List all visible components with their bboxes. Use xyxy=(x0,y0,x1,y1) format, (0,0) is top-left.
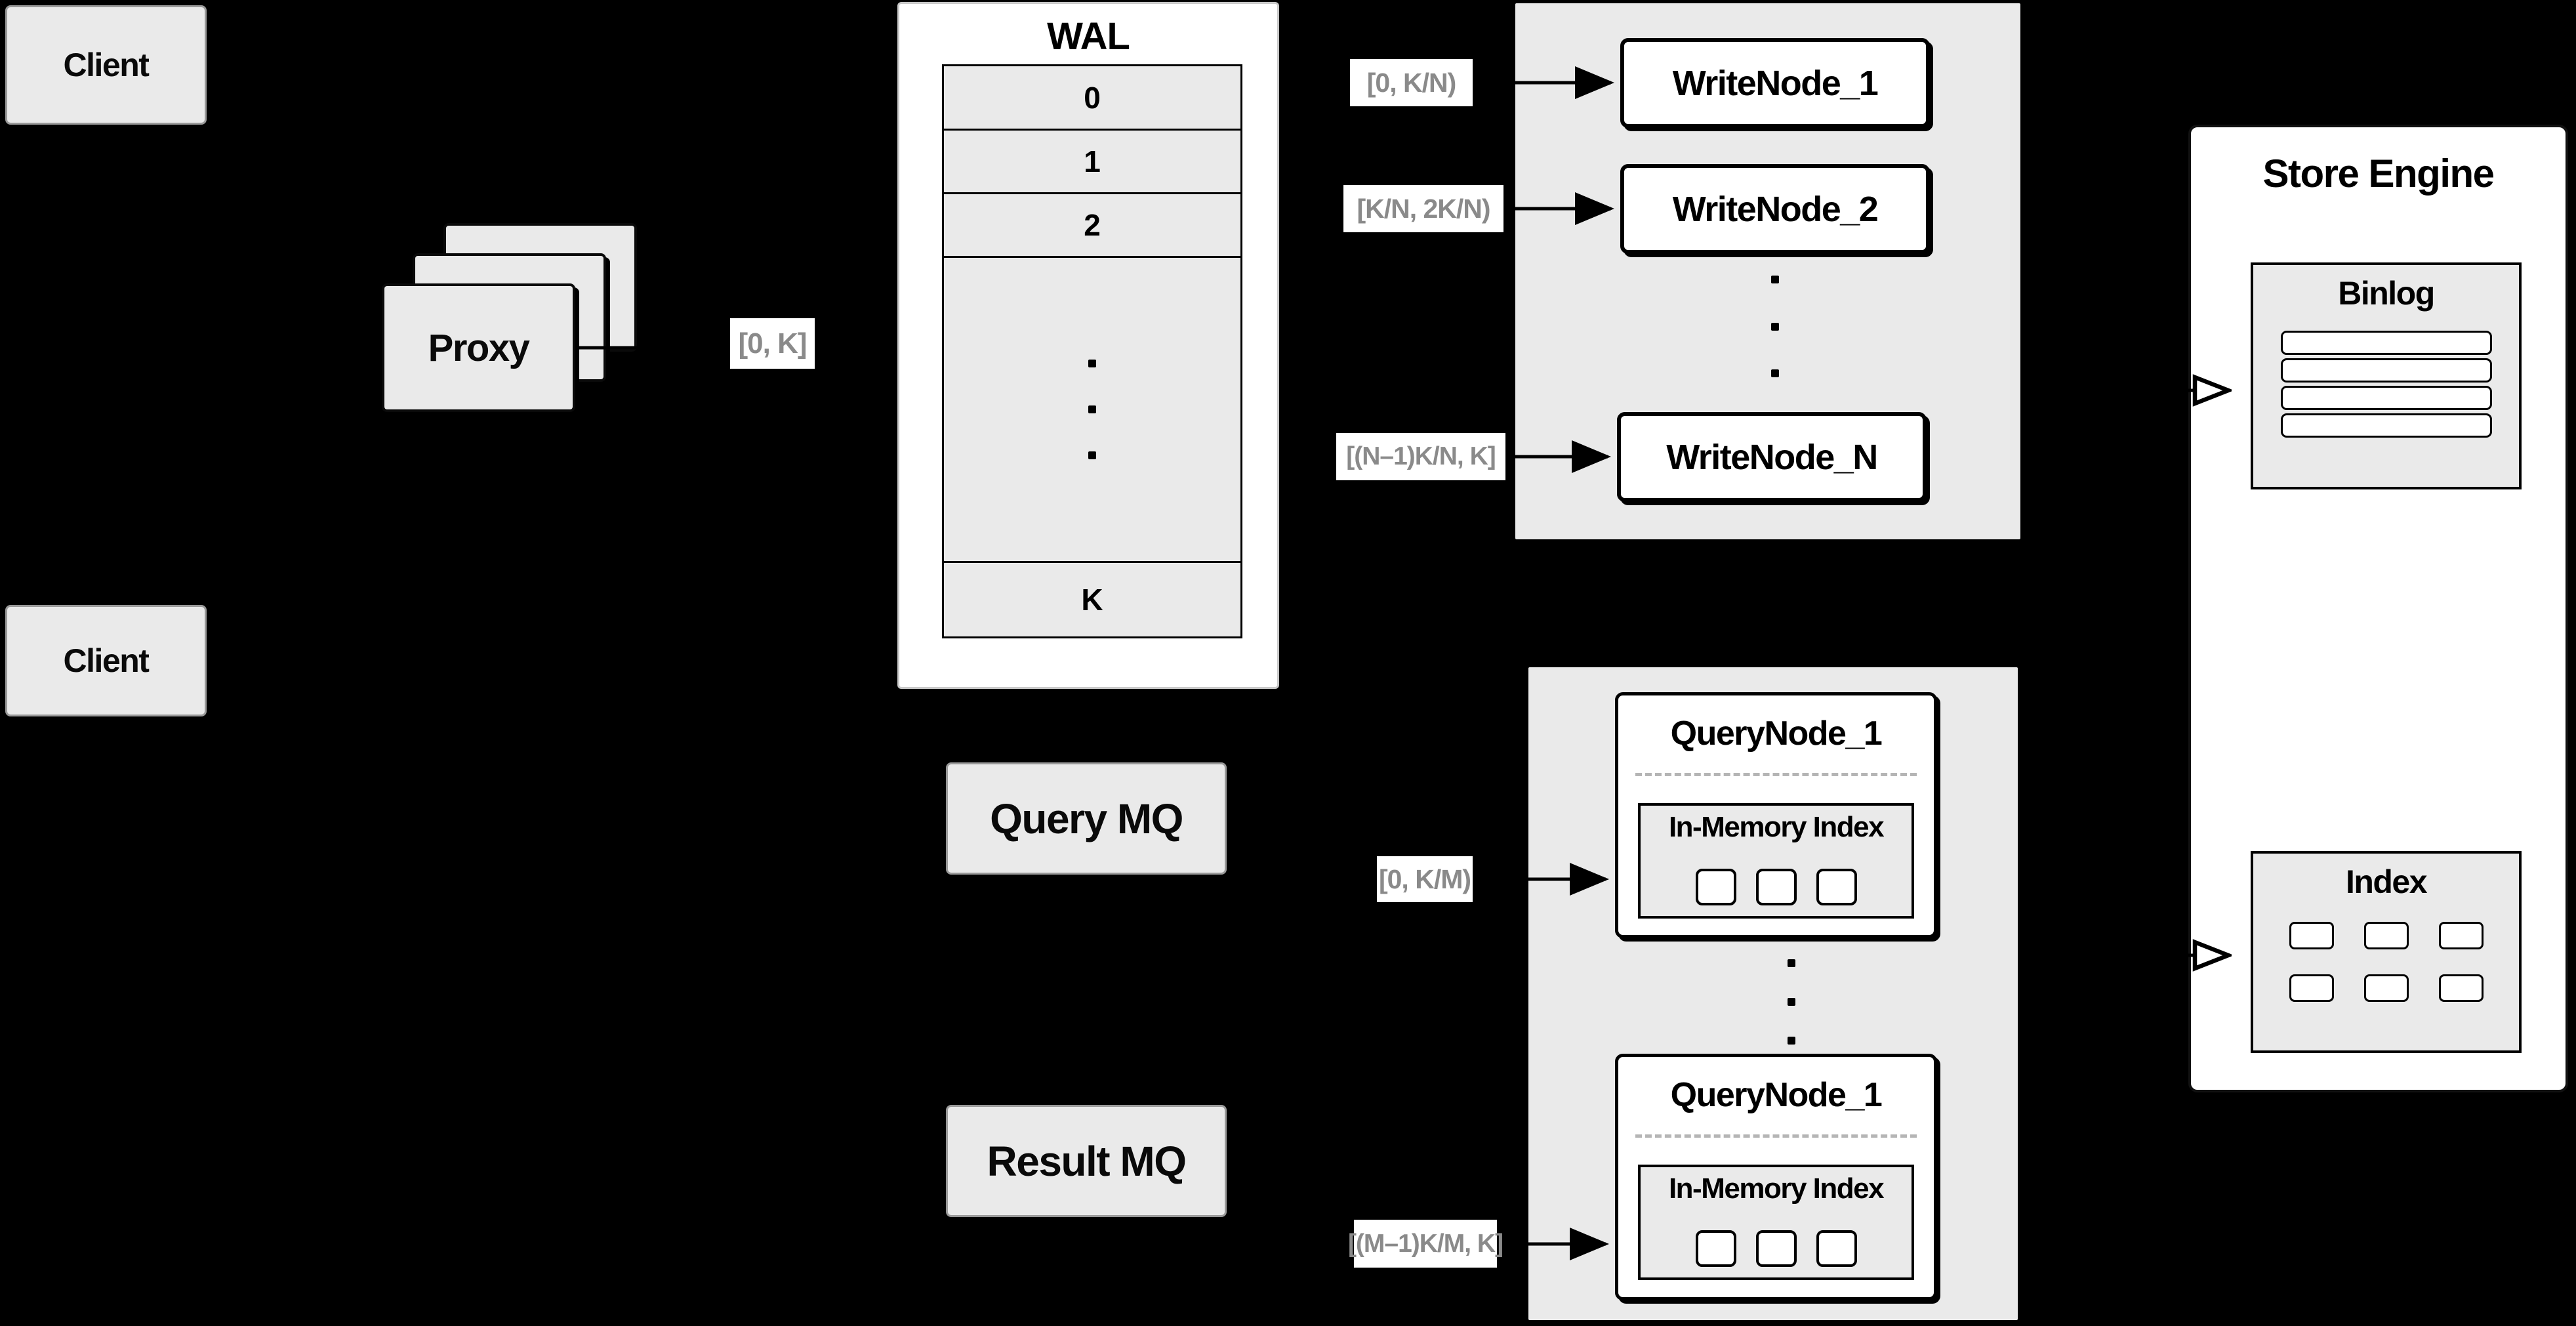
binlog-segment xyxy=(2280,413,2492,438)
wal-row-0: 0 xyxy=(944,66,1240,131)
index-segment xyxy=(2438,922,2484,949)
wal-row-1: 1 xyxy=(944,131,1240,194)
write-node-n-label: WriteNode_N xyxy=(1666,437,1878,477)
index-title: Index xyxy=(2345,863,2428,900)
wal-row-ellipsis xyxy=(944,258,1240,563)
index-segment xyxy=(2289,974,2334,1002)
inmemory-index-1-title: In-Memory Index xyxy=(1668,811,1885,843)
wal-vertical-ellipsis xyxy=(1088,360,1096,459)
wal-row-2: 2 xyxy=(944,194,1240,258)
wal-row-k-label: K xyxy=(1081,583,1103,617)
inmemory-index-1-cells xyxy=(1641,869,1912,905)
range-chip-query-2: [(M–1)K/M, K] xyxy=(1348,1220,1503,1268)
range-chip-query-1: [0, K/M) xyxy=(1377,856,1473,902)
write-range-1-text: [0, K/N) xyxy=(1366,67,1456,98)
client-box-bottom: Client xyxy=(5,605,207,716)
wal-box: WAL 0 1 2 K xyxy=(897,2,1279,689)
inmemory-index-2-cells xyxy=(1641,1230,1912,1267)
query-node-1-inmemory-index: In-Memory Index xyxy=(1638,803,1914,919)
write-node-1-label: WriteNode_1 xyxy=(1672,63,1879,103)
write-node-2-label: WriteNode_2 xyxy=(1672,189,1879,229)
client-bottom-label: Client xyxy=(63,642,150,679)
wal-row-1-label: 1 xyxy=(1084,144,1101,178)
index-segment xyxy=(2289,922,2334,949)
range-chip-write-2: [K/N, 2K/N) xyxy=(1343,185,1503,232)
range-chip-write-n: [(N–1)K/N, K] xyxy=(1336,433,1505,480)
query-node-1-label: QueryNode_1 xyxy=(1670,715,1883,753)
write-node-2-box: WriteNode_2 xyxy=(1620,164,1930,254)
index-box: Index xyxy=(2251,851,2522,1053)
index-segment xyxy=(1755,869,1797,905)
proxy-label: Proxy xyxy=(428,326,530,369)
write-node-n-box: WriteNode_N xyxy=(1617,412,1927,502)
wal-row-k: K xyxy=(944,563,1240,636)
index-segment xyxy=(1695,1230,1736,1267)
index-segment xyxy=(1695,869,1736,905)
query-node-2-divider xyxy=(1635,1134,1917,1138)
index-segment xyxy=(1816,869,1857,905)
query-node-2-inmemory-index: In-Memory Index xyxy=(1638,1165,1914,1280)
query-node-2-label: QueryNode_1 xyxy=(1670,1076,1883,1114)
query-node-2-box: QueryNode_1 In-Memory Index xyxy=(1615,1054,1937,1300)
index-segment xyxy=(2438,974,2484,1002)
write-range-n-text: [(N–1)K/N, K] xyxy=(1346,442,1496,470)
store-engine-title: Store Engine xyxy=(2262,152,2495,196)
range-chip-proxy: [0, K] xyxy=(730,318,815,369)
wal-row-0-label: 0 xyxy=(1084,80,1101,115)
write-range-2-text: [K/N, 2K/N) xyxy=(1357,193,1490,224)
binlog-segment xyxy=(2280,386,2492,410)
wal-title: WAL xyxy=(1047,15,1130,58)
query-range-1-text: [0, K/M) xyxy=(1378,863,1471,894)
query-range-2-text: [(M–1)K/M, K] xyxy=(1347,1229,1503,1258)
index-segment xyxy=(1816,1230,1857,1267)
index-cells xyxy=(2253,922,2519,1002)
index-segment xyxy=(1755,1230,1797,1267)
client-top-label: Client xyxy=(63,47,150,83)
query-group-vertical-ellipsis xyxy=(1788,959,1795,1045)
binlog-title: Binlog xyxy=(2338,275,2435,312)
inmemory-index-2-title: In-Memory Index xyxy=(1668,1172,1885,1205)
range-chip-write-1: [0, K/N) xyxy=(1350,59,1473,106)
client-box-top: Client xyxy=(5,5,207,125)
wal-row-2-label: 2 xyxy=(1084,208,1101,242)
index-segment xyxy=(2363,922,2409,949)
query-node-1-box: QueryNode_1 In-Memory Index xyxy=(1615,692,1937,938)
binlog-segment xyxy=(2280,331,2492,355)
result-mq-label: Result MQ xyxy=(987,1137,1187,1185)
write-group-vertical-ellipsis xyxy=(1771,276,1779,377)
wal-table: 0 1 2 K xyxy=(942,64,1242,638)
query-mq-box: Query MQ xyxy=(946,762,1227,875)
binlog-box: Binlog xyxy=(2251,262,2522,489)
binlog-rows xyxy=(2253,331,2519,441)
write-node-1-box: WriteNode_1 xyxy=(1620,38,1930,128)
query-mq-label: Query MQ xyxy=(990,795,1183,842)
store-engine-box: Store Engine Binlog Index xyxy=(2188,125,2568,1092)
proxy-box-front: Proxy xyxy=(382,283,575,412)
query-node-1-divider xyxy=(1635,773,1917,776)
binlog-segment xyxy=(2280,358,2492,383)
result-mq-box: Result MQ xyxy=(946,1105,1227,1217)
index-segment xyxy=(2363,974,2409,1002)
proxy-range-text: [0, K] xyxy=(738,327,808,360)
